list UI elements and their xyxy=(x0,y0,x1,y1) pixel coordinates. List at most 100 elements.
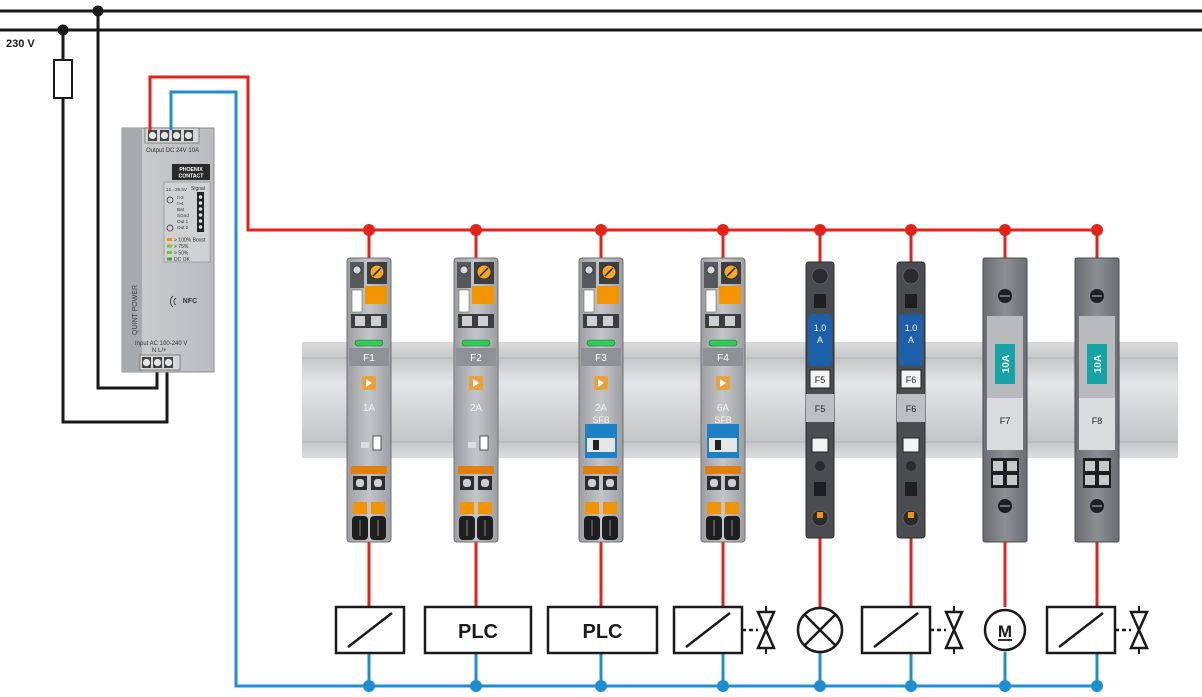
connector-slot xyxy=(709,316,719,326)
connector-slot xyxy=(587,316,597,326)
push-in-lever xyxy=(472,286,494,304)
rotary-switch-slot xyxy=(726,267,736,277)
svg-text:PHOENIX: PHOENIX xyxy=(179,167,203,173)
breaker-tag: F1 xyxy=(363,353,375,364)
coil-diagonal xyxy=(347,612,393,648)
connector-slot xyxy=(725,316,735,326)
lower-lever xyxy=(458,466,494,474)
fuse-rating-plate xyxy=(1087,344,1107,384)
breaker-rating: 6A xyxy=(717,403,730,414)
connector-slot xyxy=(603,316,613,326)
negative-junction-dot xyxy=(999,680,1011,692)
terminal-hole xyxy=(356,479,364,487)
svg-text:12.. 29.5V: 12.. 29.5V xyxy=(166,187,188,192)
positive-feed-wire xyxy=(148,75,1097,232)
positive-junction-dot xyxy=(814,224,826,236)
coil-diagonal xyxy=(873,612,919,648)
plc-label: PLC xyxy=(458,621,498,643)
breaker-tag: F4 xyxy=(717,353,729,364)
valve-icon xyxy=(944,610,964,650)
test-socket xyxy=(902,437,920,453)
negative-junction-dot xyxy=(1091,680,1103,692)
device-logo-arrow xyxy=(366,379,372,387)
plc-box xyxy=(546,605,659,655)
label-window xyxy=(987,398,1023,450)
terminal-hole xyxy=(710,479,718,487)
negative-junction-dot xyxy=(717,680,729,692)
fuse-holder-label: F7 xyxy=(1000,416,1011,426)
screw-accent xyxy=(908,512,914,518)
label-strip xyxy=(806,394,834,422)
connector-slot xyxy=(478,316,488,326)
device-logo-arrow xyxy=(720,379,726,387)
valve-icon xyxy=(1129,610,1149,650)
positive-junction-dot xyxy=(905,224,917,236)
led-legend-50: > 50% xyxy=(174,251,189,257)
fuse-marker-text: F5 xyxy=(815,375,826,385)
screw-icon xyxy=(584,265,594,275)
psu-output-label: Output DC 24V 10A xyxy=(146,148,199,154)
fuse-holder-label: F8 xyxy=(1092,416,1103,426)
positive-junction-dot xyxy=(470,224,482,236)
fuse-rating-unit: A xyxy=(817,335,823,345)
screw-accent xyxy=(817,512,823,518)
push-in-lever-right xyxy=(478,502,492,514)
connector-slot xyxy=(371,316,381,326)
psu-input-label: Input AC 100-240 V xyxy=(135,341,187,347)
sfb-knob xyxy=(593,440,599,450)
label-strip xyxy=(897,394,925,422)
terminal-hole xyxy=(481,479,489,487)
terminal-hole xyxy=(993,475,1003,485)
reset-label xyxy=(468,442,476,448)
terminal-hole xyxy=(374,479,382,487)
screw-icon xyxy=(811,267,829,285)
label-window xyxy=(583,289,595,313)
led-boost-indicator xyxy=(167,238,172,241)
label-window xyxy=(1079,398,1115,450)
psu-signal-label: Signal xyxy=(191,186,205,192)
junction-dot xyxy=(92,5,104,17)
status-led xyxy=(354,339,384,347)
terminal-hole xyxy=(1007,475,1017,485)
status-led xyxy=(461,339,491,347)
motor-label: M xyxy=(998,622,1012,641)
push-in-lever xyxy=(365,286,387,304)
rotary-switch-slot xyxy=(604,267,614,277)
screw-icon xyxy=(902,267,920,285)
negative-junction-dot xyxy=(905,680,917,692)
negative-junction-dot xyxy=(814,680,826,692)
load-lamp-5 xyxy=(796,606,844,654)
led-legend-75: > 75% xyxy=(174,244,189,250)
top-clamp xyxy=(814,294,826,308)
breaker-sub-label: SFB xyxy=(592,415,610,425)
svg-text:Out 1: Out 1 xyxy=(177,219,189,224)
push-in-lever-left xyxy=(353,502,367,514)
push-in-lever-left xyxy=(585,502,599,514)
screw-icon xyxy=(352,265,362,275)
junction-layer xyxy=(363,224,1103,692)
breaker-rating: 2A xyxy=(470,403,483,414)
terminal-hole xyxy=(1007,461,1017,471)
plc-box xyxy=(423,605,533,655)
positive-junction-dot xyxy=(717,224,729,236)
fuse-terminal-label: F5 xyxy=(815,404,826,414)
terminal-hole xyxy=(1085,461,1095,471)
tag-plate xyxy=(581,348,621,366)
fuse-rating: 1.0 xyxy=(814,323,827,333)
device-layer: F11AF22AF32ASFBF46ASFB1.0AF5F51.0AF6F610… xyxy=(346,257,1120,543)
terminal-hole xyxy=(728,479,736,487)
svg-text:I>4: I>4 xyxy=(177,201,184,206)
positive-junction-dot xyxy=(363,224,375,236)
led-75-indicator xyxy=(167,244,172,248)
push-in-lever-left xyxy=(707,502,721,514)
led-legend-boost: > 100% Boost xyxy=(174,238,206,244)
test-point xyxy=(906,461,916,471)
sfb-knob xyxy=(715,440,721,450)
